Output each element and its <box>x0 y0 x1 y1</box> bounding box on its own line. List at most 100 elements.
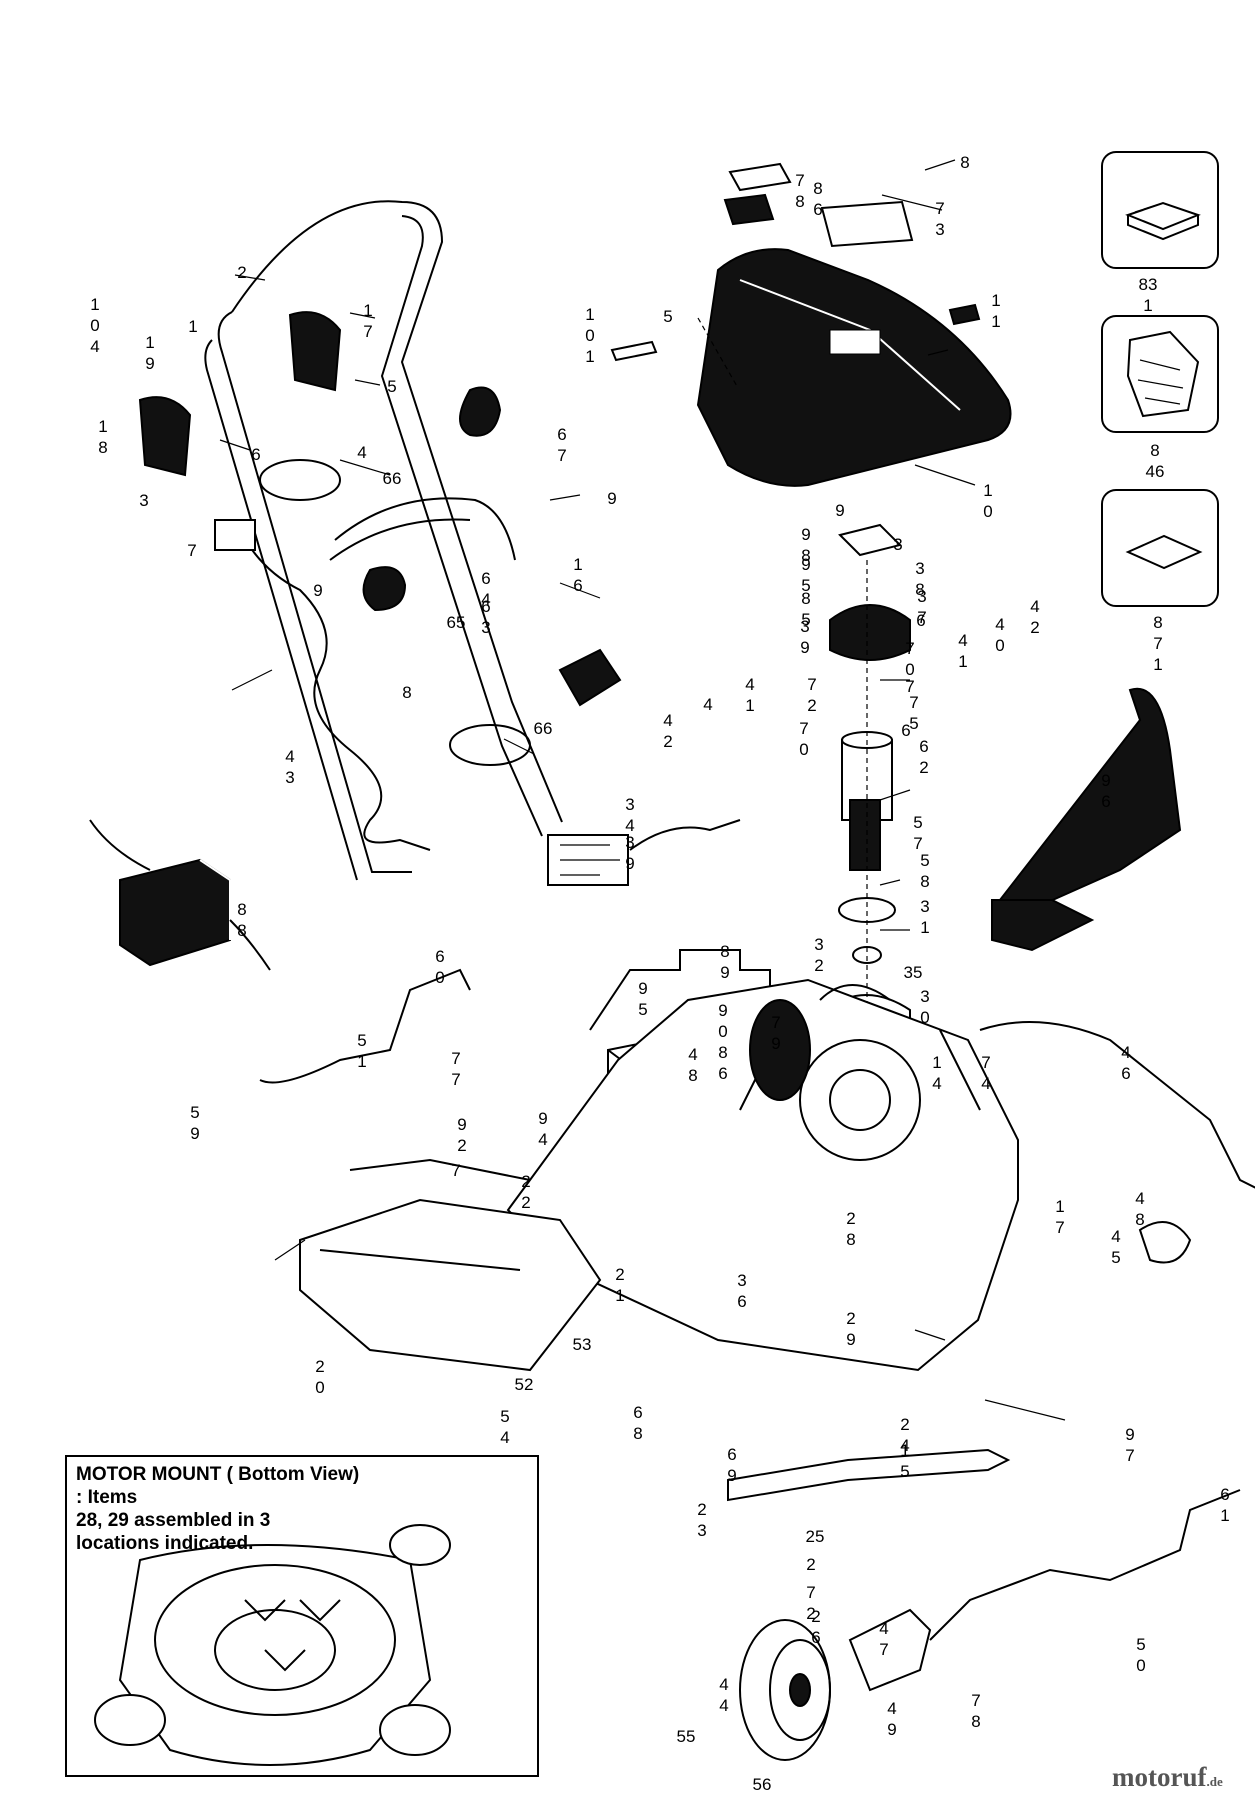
callout-p-9-cable: 9 <box>313 581 322 600</box>
callout-p-25: 25 <box>806 1527 825 1546</box>
callout-p-7-motor: 7 <box>905 677 914 696</box>
callout-p-8-handle: 8 <box>402 683 411 702</box>
callout-p-4-switch: 4 <box>357 443 366 462</box>
leader-lines <box>219 159 1066 1421</box>
callout-p-7-strip: 7 <box>451 1161 460 1180</box>
watermark-tld: .de <box>1206 1774 1223 1789</box>
callout-p-4-spring: 4 <box>703 695 712 714</box>
wheel-front <box>749 999 811 1101</box>
callout-p-3-top: 3 <box>893 535 902 554</box>
callout-p-2-handle: 2 <box>237 263 246 282</box>
inset-title-line-2: : Items <box>76 1487 138 1508</box>
accessory-box-bag <box>1101 315 1219 433</box>
watermark: motoruf.de <box>1112 1762 1223 1793</box>
callout-p-65: 65 <box>447 613 466 632</box>
grass-catcher <box>991 687 1182 952</box>
callout-p-6-motor: 6 <box>901 721 910 740</box>
callout-p-9-pin: 9 <box>607 489 616 508</box>
callout-p-5-switch: 5 <box>387 377 396 396</box>
motor-mount-inset <box>65 1455 539 1777</box>
inset-title-line-3: 28, 29 assembled in 3 <box>76 1510 271 1531</box>
motor-cover <box>696 248 1012 487</box>
callout-p-2-blade: 2 <box>806 1555 815 1574</box>
power-cord <box>214 519 431 851</box>
cover-switch-parts <box>610 162 981 362</box>
watermark-name: motoruf <box>1112 1762 1207 1792</box>
wheel-rear <box>739 1619 831 1761</box>
battery-bracket <box>589 949 771 1031</box>
inset-title-line-1: MOTOR MOUNT ( Bottom View) <box>76 1464 360 1485</box>
callout-p-53: 53 <box>573 1335 592 1354</box>
motor-mount-inset-title: MOTOR MOUNT ( Bottom View) : Items 28, 2… <box>76 1463 536 1555</box>
callout-p-9-nut: 9 <box>835 501 844 520</box>
callout-p-35: 35 <box>904 963 923 982</box>
control-board <box>547 819 741 886</box>
callout-p-66-upper: 66 <box>383 469 402 488</box>
callout-p-5-cover: 5 <box>663 307 672 326</box>
accessory-box-manual <box>1101 151 1219 269</box>
